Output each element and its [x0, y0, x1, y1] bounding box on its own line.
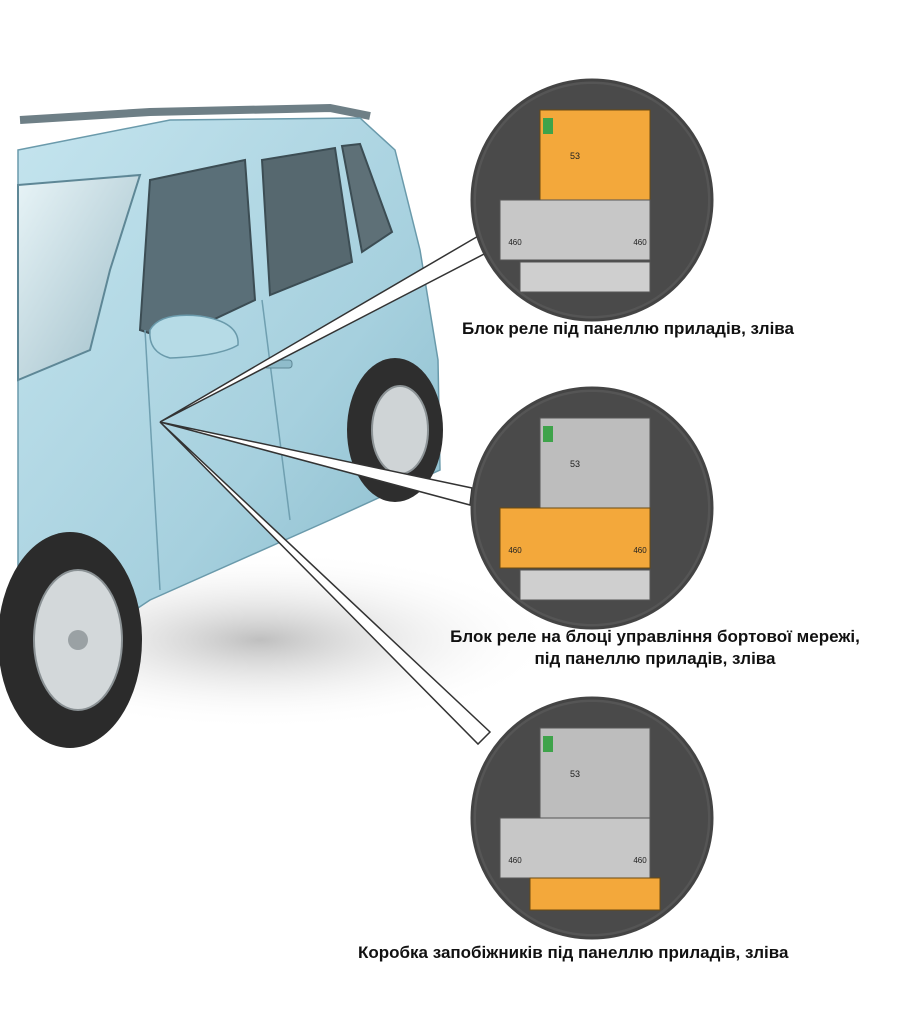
- rear-window: [260, 146, 354, 297]
- side-mirror: [149, 314, 239, 359]
- front-hub: [68, 630, 88, 650]
- svg-text:460: 460: [633, 856, 647, 865]
- car-illustration: [0, 103, 560, 748]
- svg-text:53: 53: [570, 459, 580, 469]
- caption-relay-onboard-line1: Блок реле на блоці управління бортової м…: [450, 627, 860, 646]
- caption-relay-panel: Блок реле під панеллю приладів, зліва: [462, 319, 794, 338]
- caption-relay-onboard: Блок реле на блоці управління бортової м…: [405, 626, 905, 670]
- caption-relay-onboard-line2: під панеллю приладів, зліва: [534, 649, 776, 668]
- callout-circle-3: 53 460 460: [470, 696, 714, 940]
- svg-text:53: 53: [570, 769, 580, 779]
- leader-line-2: [159, 421, 473, 506]
- caption-fuse-box: Коробка запобіжників під панеллю приладі…: [358, 943, 789, 962]
- leader-lines: [159, 233, 492, 746]
- door-line-rear: [261, 299, 291, 521]
- leader-line-3: [159, 421, 492, 746]
- windshield: [17, 173, 142, 382]
- svg-text:460: 460: [508, 238, 522, 247]
- svg-text:460: 460: [633, 546, 647, 555]
- callout-circle-2: 53 460 460: [470, 386, 714, 630]
- svg-text:53: 53: [570, 151, 580, 161]
- svg-text:460: 460: [508, 546, 522, 555]
- callout-circle-1: 53 460 460: [470, 78, 714, 322]
- quarter-window: [340, 142, 394, 254]
- svg-text:460: 460: [508, 856, 522, 865]
- roof-rail: [19, 103, 371, 124]
- svg-text:460: 460: [633, 238, 647, 247]
- door-line: [144, 329, 161, 591]
- rear-rim: [371, 385, 429, 475]
